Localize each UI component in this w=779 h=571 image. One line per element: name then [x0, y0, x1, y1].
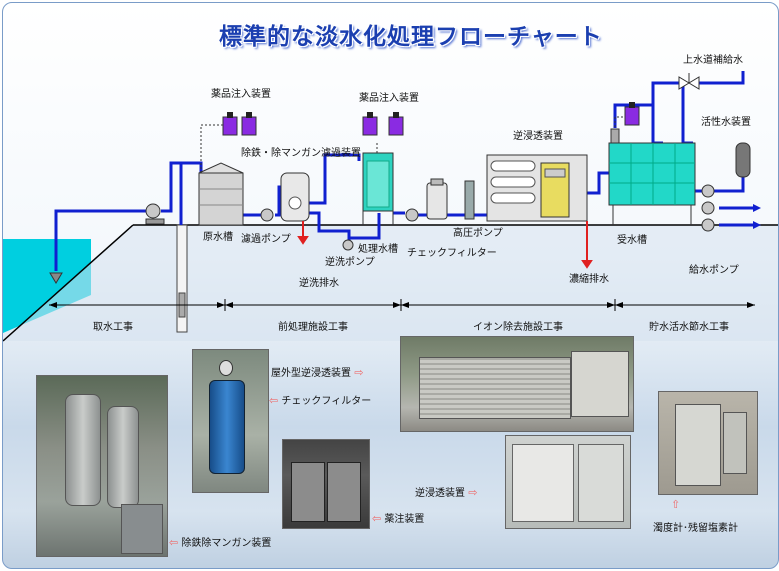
drain-arrows	[297, 221, 593, 269]
label-chem-injector-1: 薬品注入装置	[211, 89, 271, 100]
label-backwash-drain: 逆洗排水	[299, 278, 339, 289]
photo-ro-unit	[505, 435, 631, 529]
label-check-filter: チェックフィルター	[407, 248, 497, 259]
photo-outdoor-ro	[400, 336, 634, 432]
label-hp-pump: 高圧ポンプ	[453, 228, 503, 239]
up-arrow-icon: ⇧	[671, 498, 681, 511]
section-pretreatment: 前処理施設工事	[278, 322, 348, 333]
photo-meter	[658, 391, 758, 495]
label-backwash-pump: 逆洗ポンプ	[325, 257, 375, 268]
photo-chem-injector	[282, 439, 370, 529]
label-treated-tank: 処理水槽	[358, 244, 398, 255]
ground	[3, 225, 778, 341]
high-pressure-pump	[464, 180, 475, 220]
photo-label-ro-unit: 逆浸透装置 ⇨	[415, 486, 478, 499]
photo-label-chem-injector: ⇦ 薬注装置	[372, 512, 425, 525]
photo-fe-mn-unit	[36, 375, 168, 557]
label-ro-unit: 逆浸透装置	[513, 131, 563, 142]
photo-label-outdoor-ro: 屋外型逆浸透装置 ⇨	[271, 366, 364, 379]
pump-icons	[145, 184, 715, 251]
treated-water-tank	[362, 152, 394, 225]
ro-unit	[486, 154, 588, 222]
label-receiving-tank: 受水槽	[617, 235, 647, 246]
raw-water-tank	[198, 162, 244, 226]
fe-mn-filter	[280, 172, 310, 222]
activated-water-unit	[735, 142, 751, 178]
section-ion-removal: イオン除去施設工事	[473, 322, 563, 333]
check-filter	[426, 178, 448, 220]
label-filter-pump: 濾過ポンプ	[241, 234, 291, 245]
photo-label-meter: 濁度計･残留塩素計	[653, 523, 738, 534]
label-activated-water: 活性水装置	[701, 117, 751, 128]
label-supply-pump: 給水ポンプ	[689, 265, 739, 276]
page-title: 標準的な淡水化処理フローチャート	[219, 24, 603, 50]
section-storage: 貯水活水節水工事	[649, 322, 729, 333]
label-chem-injector-2: 薬品注入装置	[359, 93, 419, 104]
flow-diagram	[3, 71, 778, 342]
section-intake: 取水工事	[93, 322, 133, 333]
label-fe-mn-filter: 除鉄・除マンガン濾過装置	[241, 148, 361, 159]
label-tap-water: 上水道補給水	[683, 55, 743, 66]
label-concentrate-drain: 濃縮排水	[569, 274, 609, 285]
chem-injectors	[222, 106, 640, 136]
photo-label-check-filter: ⇦ チェックフィルター	[269, 394, 372, 407]
photo-check-filter	[192, 349, 269, 493]
water-body	[3, 239, 91, 333]
tap-valve	[678, 73, 700, 90]
receiving-tank	[608, 128, 696, 225]
label-raw-tank: 原水槽	[203, 232, 233, 243]
photo-label-fe-mn-unit: ⇦ 除鉄除マンガン装置	[169, 536, 272, 549]
